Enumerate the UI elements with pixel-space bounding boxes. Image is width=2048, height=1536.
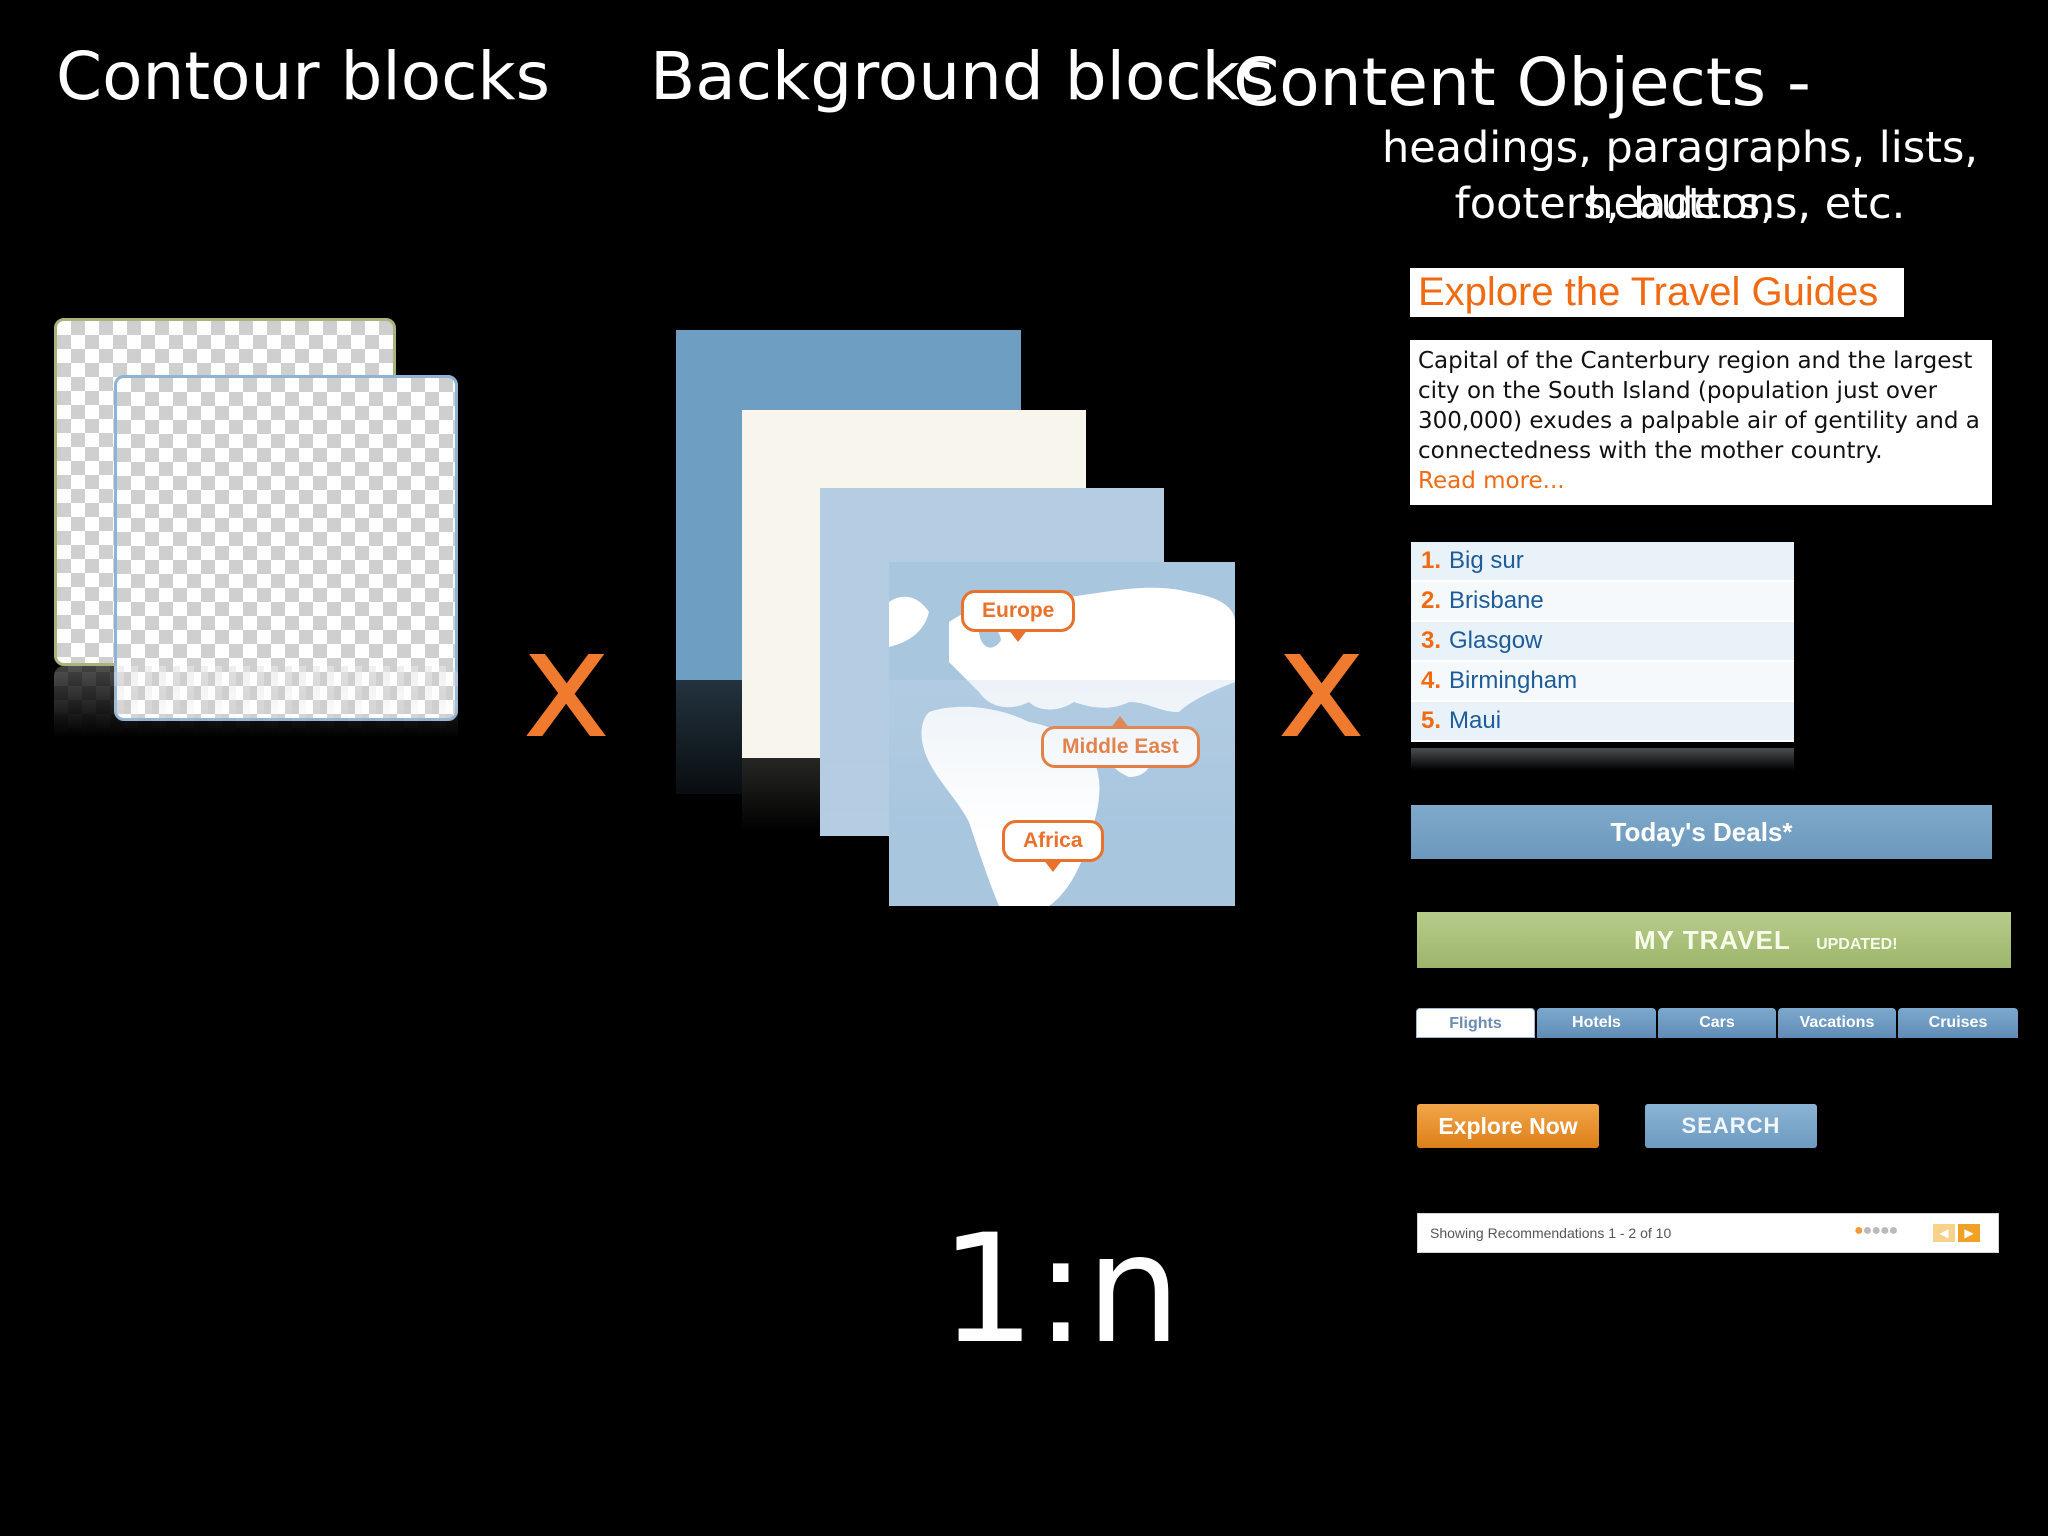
background-reflection	[676, 680, 1235, 1020]
multiply-sign-left: x	[522, 598, 611, 772]
search-button[interactable]: SEARCH	[1645, 1104, 1817, 1148]
travel-guides-heading: Explore the Travel Guides	[1410, 268, 1904, 317]
list-item[interactable]: 4. Birmingham	[1411, 662, 1794, 702]
updated-badge: UPDATED!	[1816, 936, 1898, 953]
list-text: Glasgow	[1449, 627, 1543, 654]
content-subheading-2: footers, buttons, etc.	[1454, 179, 1906, 229]
map-label-europe: Europe	[961, 590, 1076, 642]
tab-bar: Flights Hotels Cars Vacations Cruises	[1416, 1008, 2018, 1040]
background-heading: Background blocks	[650, 38, 1275, 115]
my-travel-bar[interactable]: MY TRAVEL UPDATED!	[1417, 912, 2011, 968]
list-number: 2.	[1421, 587, 1442, 614]
paragraph-block: Capital of the Canterbury region and the…	[1410, 340, 1992, 505]
my-travel-label: MY TRAVEL	[1634, 925, 1791, 955]
list-item[interactable]: 1. Big sur	[1411, 542, 1794, 582]
list-reflection	[1411, 748, 1794, 798]
tab-flights[interactable]: Flights	[1416, 1008, 1535, 1038]
content-heading: Content Objects -	[1233, 44, 1811, 121]
list-text: Maui	[1449, 707, 1502, 734]
list-number: 4.	[1421, 667, 1442, 694]
read-more-link[interactable]: Read more...	[1418, 468, 1565, 494]
contour-heading: Contour blocks	[56, 38, 551, 115]
list-text: Big sur	[1449, 547, 1524, 574]
list-number: 5.	[1421, 707, 1442, 734]
pager-dots[interactable]: ●●●●●	[1854, 1222, 1898, 1239]
list-text: Birmingham	[1449, 667, 1578, 694]
content-subheading-1: headings, paragraphs, lists, headers,	[1381, 123, 1979, 229]
multiply-sign-right: x	[1277, 598, 1366, 772]
ratio-label: 1:n	[940, 1203, 1182, 1377]
pagination-bar: Showing Recommendations 1 - 2 of 10 ●●●●…	[1417, 1213, 1999, 1253]
explore-now-button[interactable]: Explore Now	[1417, 1104, 1599, 1148]
list-number: 1.	[1421, 547, 1442, 574]
pager-text: Showing Recommendations 1 - 2 of 10	[1430, 1225, 1672, 1241]
bg-block-world-map: Europe Middle East Africa	[889, 562, 1235, 906]
list-item[interactable]: 5. Maui	[1411, 702, 1794, 742]
tab-hotels[interactable]: Hotels	[1537, 1008, 1656, 1038]
numbered-list: 1. Big sur 2. Brisbane 3. Glasgow 4. Birming…	[1411, 542, 1794, 742]
pager-prev-icon[interactable]: ◀	[1933, 1224, 1955, 1242]
todays-deals-bar[interactable]: Today's Deals*	[1411, 805, 1992, 859]
tab-cruises[interactable]: Cruises	[1898, 1008, 2018, 1038]
pager-next-icon[interactable]: ▶	[1958, 1224, 1980, 1242]
paragraph-text: Capital of the Canterbury region and the…	[1418, 348, 1980, 464]
list-number: 3.	[1421, 627, 1442, 654]
list-text: Brisbane	[1449, 587, 1544, 614]
list-item[interactable]: 2. Brisbane	[1411, 582, 1794, 622]
contour-block-front	[114, 375, 458, 721]
tab-vacations[interactable]: Vacations	[1778, 1008, 1896, 1038]
tab-cars[interactable]: Cars	[1658, 1008, 1776, 1038]
contour-reflection	[54, 666, 458, 826]
list-item[interactable]: 3. Glasgow	[1411, 622, 1794, 662]
map-label-africa: Africa	[1002, 820, 1104, 872]
map-label-middle-east: Middle East	[1041, 716, 1200, 768]
